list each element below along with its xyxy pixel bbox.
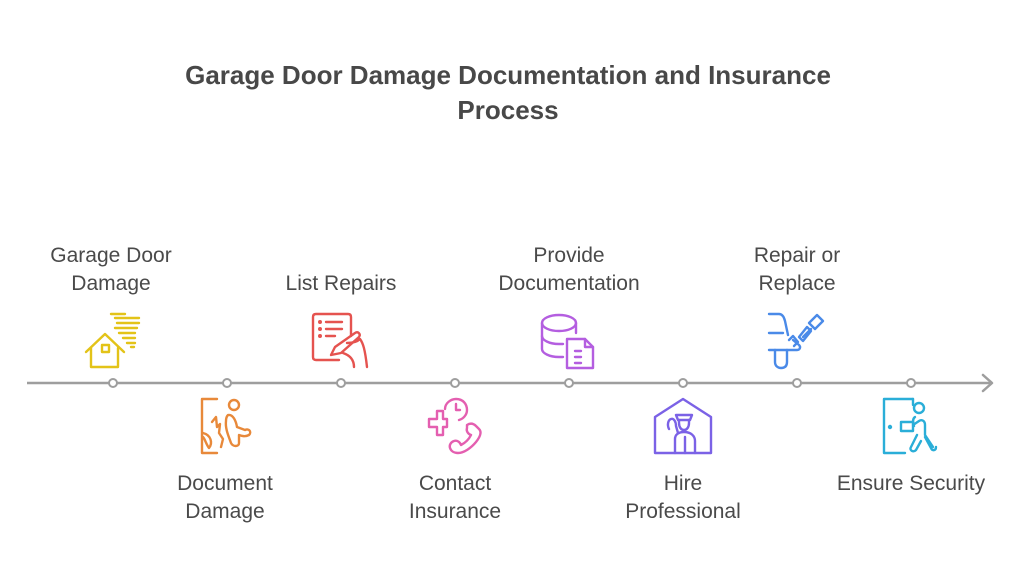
person-falling-door-icon	[195, 395, 259, 459]
timeline-node-7	[792, 378, 802, 388]
medical-phone-clock-icon	[423, 395, 487, 459]
diagram-title: Garage Door Damage Documentation and Ins…	[0, 58, 1016, 128]
timeline-node-2	[222, 378, 232, 388]
timeline-node-8	[906, 378, 916, 388]
timeline-arrowhead	[981, 373, 994, 393]
timeline-node-6	[678, 378, 688, 388]
timeline-node-5	[564, 378, 574, 388]
plumbing-pipe-icon	[765, 309, 829, 373]
house-wind-damage-icon	[81, 309, 145, 373]
step-label-list-repairs: List Repairs	[285, 272, 397, 295]
person-door-package-icon	[879, 395, 943, 459]
timeline-node-1	[108, 378, 118, 388]
step-label-ensure-security: Ensure Security	[836, 472, 986, 495]
checklist-writing-hand-icon	[309, 309, 373, 373]
title-line-1: Garage Door Damage Documentation and Ins…	[185, 60, 831, 90]
database-document-icon	[537, 309, 601, 373]
timeline-node-4	[450, 378, 460, 388]
timeline-node-3	[336, 378, 346, 388]
title-line-2: Process	[457, 95, 559, 125]
step-label-document-damage: Document Damage	[177, 472, 273, 523]
step-label-repair-or-replace: Repair or Replace	[753, 244, 841, 295]
step-label-hire-professional: Hire Professional	[625, 472, 741, 523]
step-label-contact-insurance: Contact Insurance	[408, 472, 502, 523]
step-label-provide-documentation: Provide Documentation	[498, 244, 640, 295]
step-label-garage-door-damage: Garage Door Damage	[50, 244, 172, 295]
house-worker-icon	[651, 395, 715, 459]
